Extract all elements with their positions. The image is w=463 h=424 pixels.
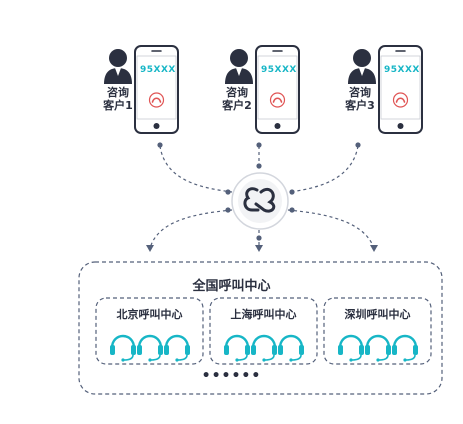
- more-ellipsis: ••••••: [201, 368, 262, 384]
- connector-down-left: [149, 209, 233, 249]
- connector-down-right: [287, 209, 375, 249]
- headset-icon: [365, 334, 391, 362]
- national-center-box: [78, 261, 443, 395]
- client-label-3: 咨询 客户3: [340, 86, 380, 112]
- connector-client-3: [289, 145, 359, 193]
- hangup-icon: [392, 92, 409, 108]
- connect-logo-icon: [231, 172, 289, 230]
- dot: [289, 189, 295, 195]
- dot: [289, 207, 295, 213]
- client-label-line1: 咨询: [107, 86, 129, 99]
- person-icon: [104, 49, 132, 84]
- client-label-line1: 咨询: [349, 86, 371, 99]
- client-label-2: 咨询 客户2: [217, 86, 257, 112]
- arrowhead: [146, 245, 154, 252]
- client-label-line2: 客户3: [345, 99, 375, 112]
- dot: [157, 142, 163, 148]
- hub-title: 全国呼叫中心: [192, 279, 271, 294]
- phone-number-1: 95XXX: [140, 65, 176, 75]
- connector-client-1: [159, 145, 233, 193]
- center-name-shanghai: 上海呼叫中心: [230, 308, 297, 321]
- headset-icon: [164, 334, 190, 362]
- headset-icon: [278, 334, 304, 362]
- phone-number-3: 95XXX: [384, 65, 420, 75]
- headset-icon: [137, 334, 163, 362]
- phone-icon: [378, 45, 423, 134]
- person-icon: [348, 49, 376, 84]
- dot: [256, 163, 262, 169]
- client-label-line1: 咨询: [226, 86, 248, 99]
- center-name-shenzhen: 深圳呼叫中心: [344, 308, 411, 321]
- center-box-shenzhen: [323, 297, 432, 365]
- dot: [225, 189, 231, 195]
- client-label-line2: 客户2: [222, 99, 252, 112]
- headset-icon: [338, 334, 364, 362]
- phone-number-2: 95XXX: [261, 65, 297, 75]
- headset-icon: [224, 334, 250, 362]
- phone-icon: [134, 45, 179, 134]
- arrowhead: [370, 245, 378, 252]
- center-box-shanghai: [209, 297, 318, 365]
- dot: [256, 142, 262, 148]
- dot: [225, 207, 231, 213]
- person-icon: [225, 49, 253, 84]
- headset-icon: [110, 334, 136, 362]
- hangup-icon: [148, 92, 165, 108]
- client-label-line2: 客户1: [103, 99, 133, 112]
- dot: [256, 235, 262, 241]
- center-name-beijing: 北京呼叫中心: [116, 308, 183, 321]
- dot: [355, 142, 361, 148]
- phone-icon: [255, 45, 300, 134]
- center-box-beijing: [95, 297, 204, 365]
- hangup-icon: [269, 92, 286, 108]
- headset-icon: [392, 334, 418, 362]
- client-label-1: 咨询 客户1: [98, 86, 138, 112]
- arrowhead: [255, 245, 263, 252]
- headset-icon: [251, 334, 277, 362]
